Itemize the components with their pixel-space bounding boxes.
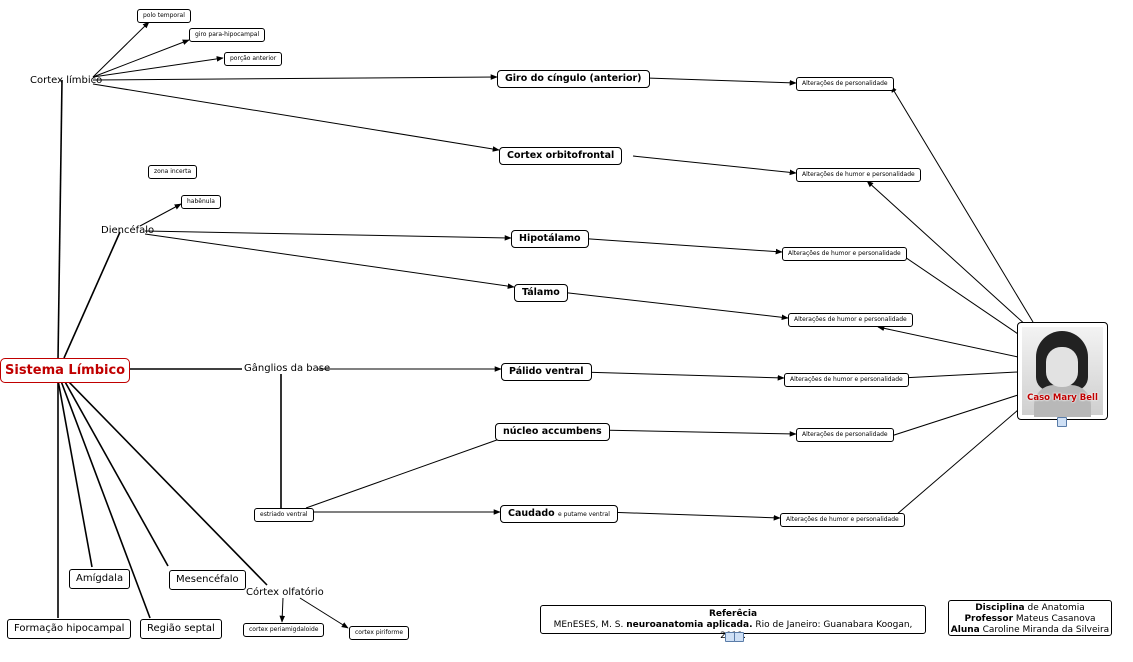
attachment-icon[interactable] xyxy=(1057,417,1067,427)
root-node-sistema-limbico[interactable]: Sistema Límbico xyxy=(0,358,131,383)
effect-humor-personalidade-4[interactable]: Alterações de humor e personalidade xyxy=(784,373,909,387)
reference-box: Referêcia MEnESES, M. S. neuroanatomia a… xyxy=(540,605,926,641)
case-photo-card[interactable]: Caso Mary Bell xyxy=(1017,322,1108,420)
node-hipotalamo[interactable]: Hipotálamo xyxy=(511,230,589,248)
node-formacao-hipocampal[interactable]: Formação hipocampal xyxy=(7,619,132,639)
branch-ganglios-base[interactable]: Gânglios da base xyxy=(244,363,331,374)
reference-authors: MEnESES, M. S. xyxy=(553,620,624,630)
effect-humor-personalidade-3[interactable]: Alterações de humor e personalidade xyxy=(788,313,913,327)
node-giro-para-hipocampal[interactable]: giro para-hipocampal xyxy=(189,28,266,42)
effect-humor-personalidade-1[interactable]: Alterações de humor e personalidade xyxy=(796,168,921,182)
credits-line-3: Aluna Caroline Miranda da Silveira xyxy=(950,625,1110,635)
case-photo xyxy=(1022,327,1103,417)
branch-cortex-limbico[interactable]: Cortex límbico xyxy=(30,75,103,86)
node-regiao-septal[interactable]: Região septal xyxy=(140,619,222,639)
effect-personalidade-1[interactable]: Alterações de personalidade xyxy=(796,77,894,91)
credits-box: Disciplina de Anatomia Professor Mateus … xyxy=(948,600,1112,636)
caudado-suffix: e putame ventral xyxy=(558,511,610,518)
node-amigdala[interactable]: Amígdala xyxy=(69,569,131,589)
node-giro-cingulo[interactable]: Giro do cíngulo (anterior) xyxy=(497,70,650,88)
effect-humor-personalidade-2[interactable]: Alterações de humor e personalidade xyxy=(782,247,907,261)
credits-line-2: Professor Mateus Casanova xyxy=(964,614,1096,624)
reference-book: neuroanatomia aplicada. xyxy=(626,620,753,630)
effect-humor-personalidade-5[interactable]: Alterações de humor e personalidade xyxy=(780,513,905,527)
credits-line-1: Disciplina de Anatomia xyxy=(975,603,1085,613)
link-icon[interactable] xyxy=(734,632,744,642)
node-nucleo-accumbens[interactable]: núcleo accumbens xyxy=(495,423,610,441)
node-estriado-ventral[interactable]: estriado ventral xyxy=(254,508,314,522)
node-caudado[interactable]: Caudado e putame ventral xyxy=(500,505,618,523)
node-talamo[interactable]: Tálamo xyxy=(514,284,568,302)
node-cortex-piriforme[interactable]: cortex piriforme xyxy=(349,626,410,640)
node-mesencefalo[interactable]: Mesencéfalo xyxy=(169,570,246,590)
node-habenula[interactable]: habênula xyxy=(181,195,221,209)
caudado-label: Caudado xyxy=(508,508,555,519)
node-palido-ventral[interactable]: Pálido ventral xyxy=(501,363,592,381)
node-zona-incerta[interactable]: zona incerta xyxy=(148,165,198,179)
branch-diencefalo[interactable]: Diencéfalo xyxy=(101,225,155,236)
node-cortex-periamigdaloide[interactable]: cortex periamigdaloide xyxy=(243,623,325,637)
reference-title: Referêcia xyxy=(708,609,758,619)
case-caption: Caso Mary Bell xyxy=(1027,393,1098,403)
node-polo-temporal[interactable]: polo temporal xyxy=(137,9,191,23)
node-porcao-anterior[interactable]: porção anterior xyxy=(224,52,283,66)
effect-personalidade-2[interactable]: Alterações de personalidade xyxy=(796,428,894,442)
branch-cortex-olfatorio[interactable]: Córtex olfatório xyxy=(246,587,324,598)
node-cortex-orbitofrontal[interactable]: Cortex orbitofrontal xyxy=(499,147,623,165)
